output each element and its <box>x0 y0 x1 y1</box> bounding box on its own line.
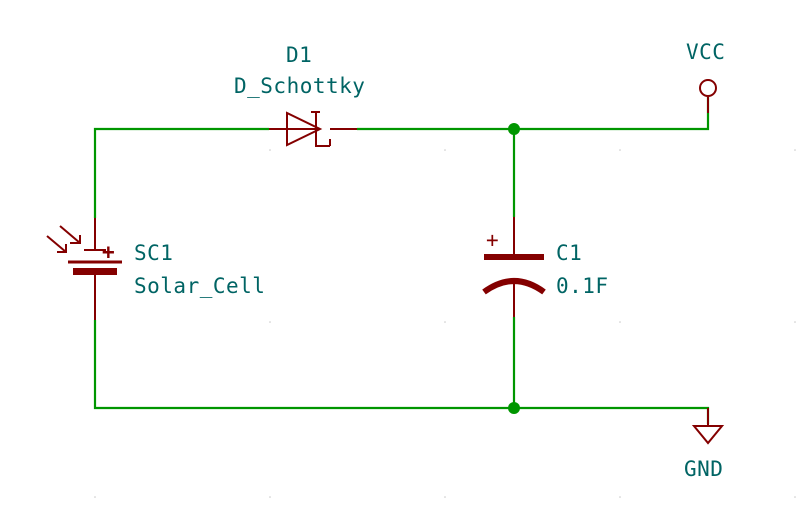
junction-bottom <box>508 402 520 414</box>
diode-value-label: D_Schottky <box>234 74 365 98</box>
solar-cell-plus-mark: + <box>102 240 115 264</box>
vcc-label: VCC <box>686 40 725 64</box>
capacitor-ref-label: C1 <box>556 241 582 265</box>
gnd-symbol[interactable] <box>691 408 725 445</box>
diode-ref-label: D1 <box>286 43 312 67</box>
capacitor-plus-mark: + <box>486 228 499 252</box>
gnd-label: GND <box>684 457 723 481</box>
wires <box>93 97 710 424</box>
diode-symbol[interactable] <box>269 111 357 147</box>
wire-bottom[interactable] <box>93 320 710 424</box>
solar-cell-symbol[interactable] <box>46 218 122 320</box>
wire-top-right[interactable] <box>357 97 710 131</box>
solar-cell-value-label: Solar_Cell <box>134 274 265 298</box>
vcc-symbol[interactable] <box>699 79 717 113</box>
wire-top-left[interactable] <box>93 127 269 218</box>
junction-top <box>508 123 520 135</box>
solar-cell-ref-label: SC1 <box>134 241 173 265</box>
capacitor-symbol[interactable] <box>482 217 546 317</box>
grid-dots <box>94 149 796 498</box>
capacitor-value-label: 0.1F <box>556 274 609 298</box>
